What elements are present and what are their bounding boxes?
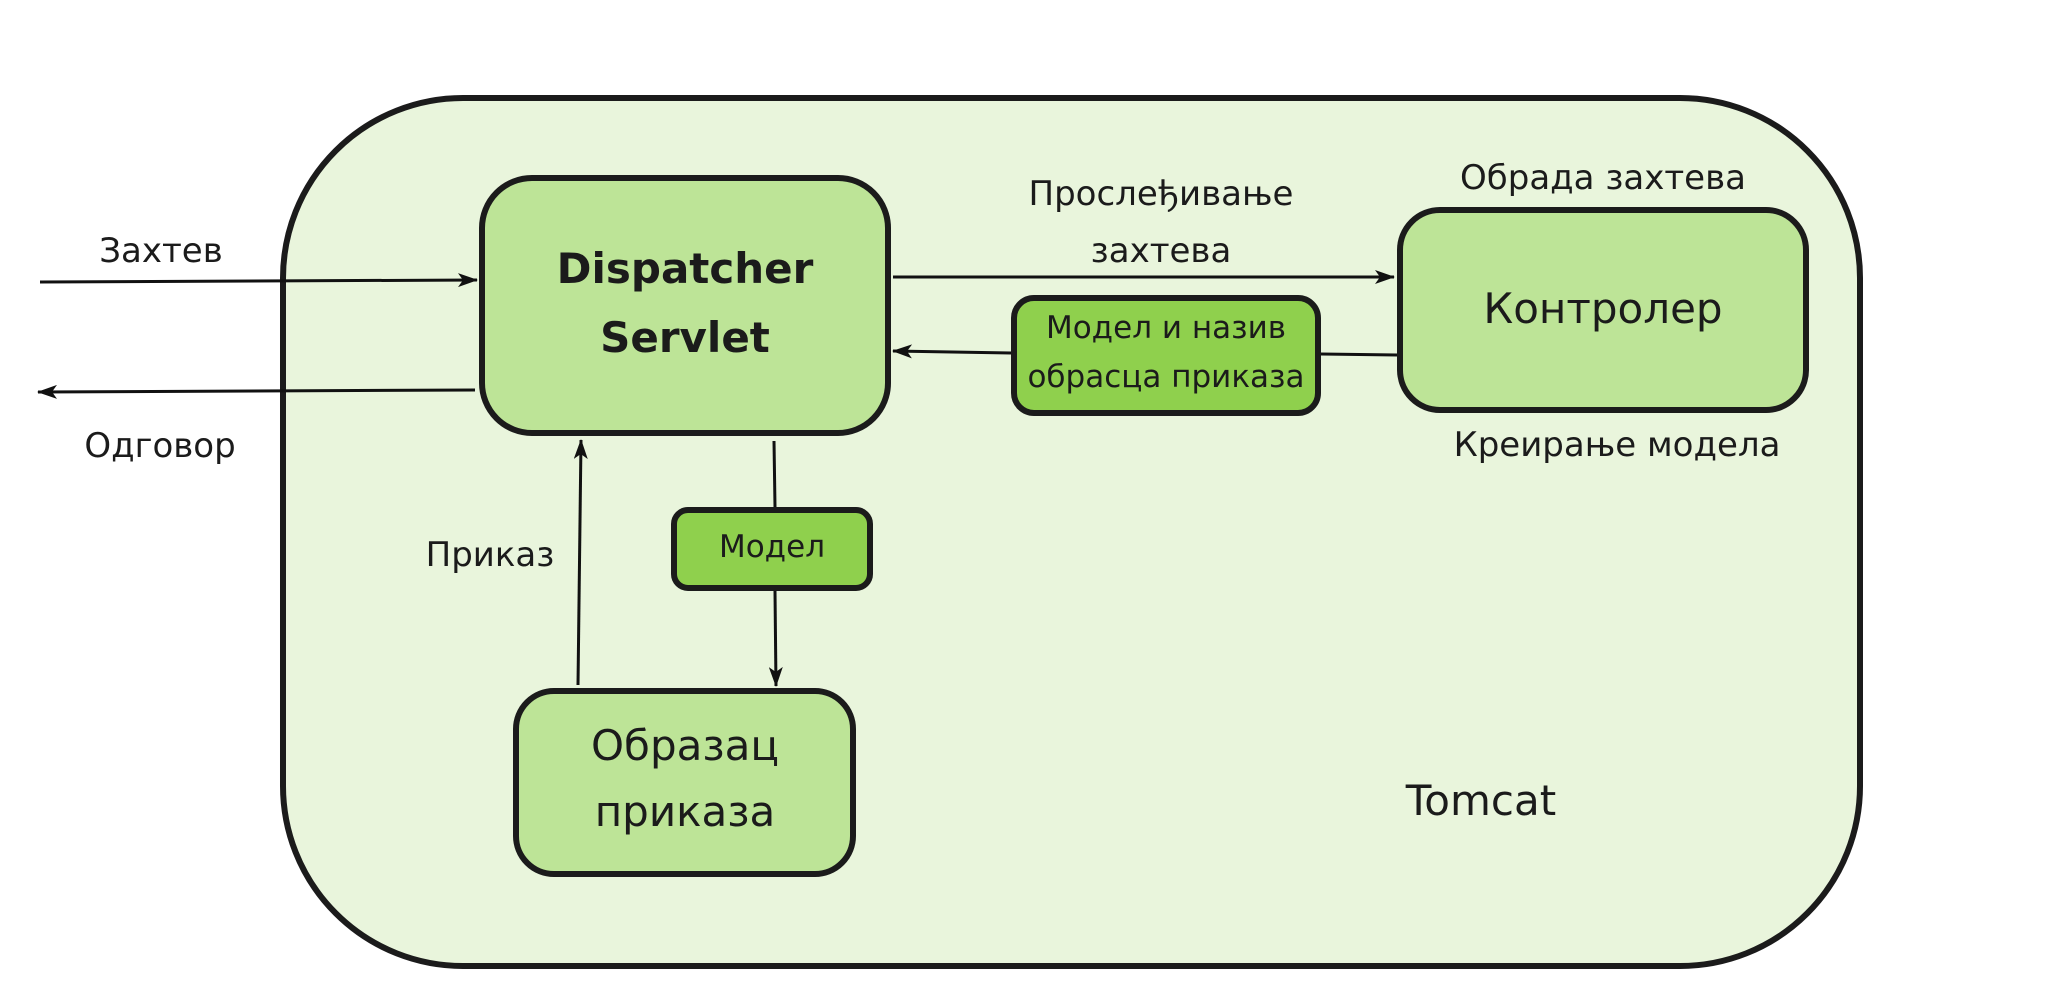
response-arrow xyxy=(37,384,476,399)
view-render-label: Приказ xyxy=(426,535,555,575)
model-to-view-arrow xyxy=(768,590,783,687)
model-and-view-label-line2: обрасца приказа xyxy=(1027,359,1304,395)
model-and-view-box xyxy=(1011,295,1321,416)
dispatcher-label-line2: Servlet xyxy=(600,313,770,362)
request-arrow xyxy=(39,273,478,288)
model-view-to-dispatcher-arrow xyxy=(892,344,1012,359)
view-template-label-line2: приказа xyxy=(595,787,776,836)
dispatcher-to-model-line xyxy=(772,440,777,508)
model-box xyxy=(671,507,873,591)
response-label: Одговор xyxy=(84,426,235,466)
view-render-arrow xyxy=(573,439,588,686)
tomcat-label: Tomcat xyxy=(1405,776,1556,825)
view-template-box xyxy=(513,688,856,877)
forwarding-label-line2: захтева xyxy=(1091,231,1232,271)
dispatcher-label-line1: Dispatcher xyxy=(557,244,814,293)
controller-box xyxy=(1397,207,1809,413)
model-and-view-label-line1: Модел и назив xyxy=(1046,310,1286,346)
controller-to-model-view-line xyxy=(1320,352,1398,357)
model-label: Модел xyxy=(719,529,825,565)
view-template-label-line1: Образац xyxy=(591,721,779,770)
forwarding-label-line1: Прослеђивање xyxy=(1029,174,1294,214)
model-creation-label: Креирање модела xyxy=(1454,425,1781,465)
controller-label: Контролер xyxy=(1483,284,1722,333)
dispatcher-servlet-box xyxy=(479,175,891,436)
request-label: Захтев xyxy=(99,231,223,271)
processing-label: Обрада захтева xyxy=(1460,158,1746,198)
